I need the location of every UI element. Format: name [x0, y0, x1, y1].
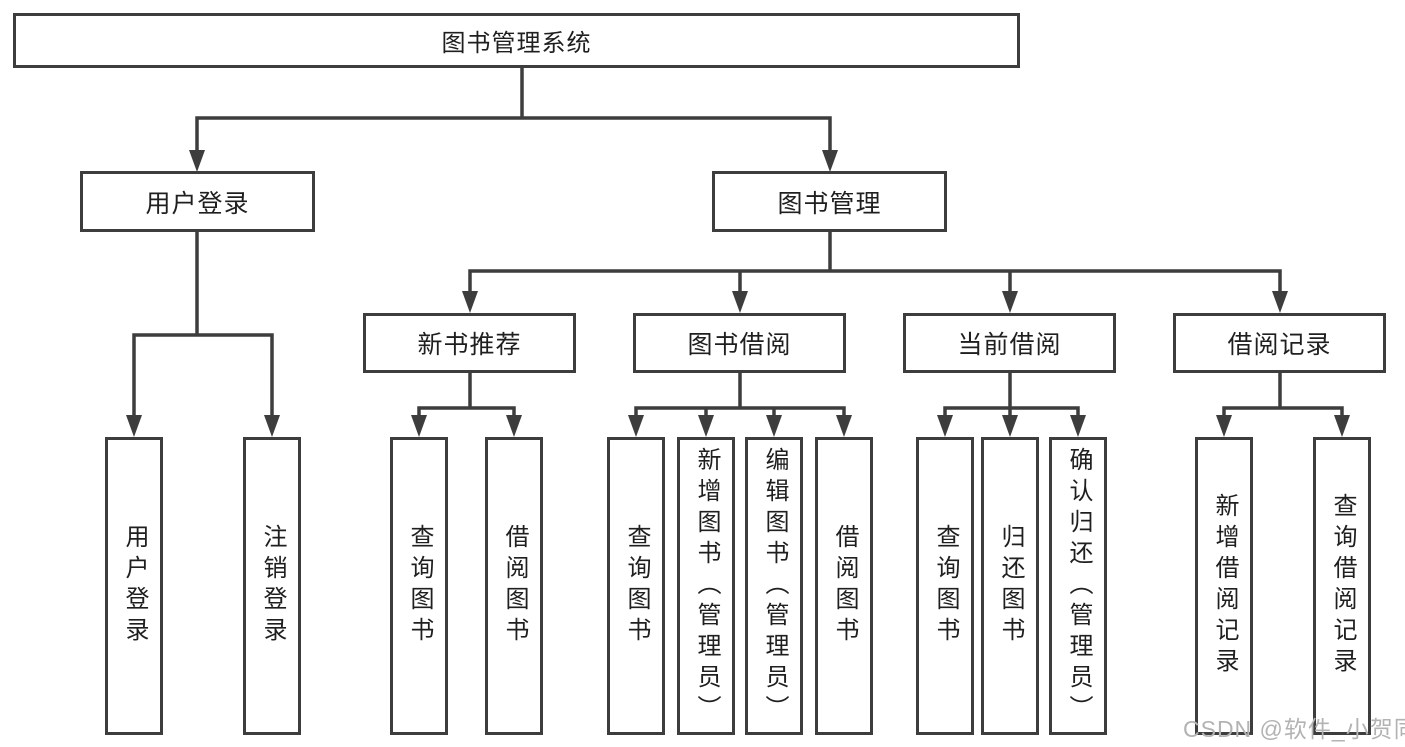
node-leaf-borrow-books-2: 借阅图书 [815, 437, 873, 735]
arrow-down-icon [126, 415, 142, 437]
connector-new-book-rec-to-leaves [411, 373, 522, 437]
node-leaf-add-books-admin-label: 新增图书（管理员） [693, 446, 720, 726]
node-user-login-branch-label: 用户登录 [145, 189, 250, 218]
node-book-mgmt-branch: 图书管理 [712, 171, 947, 232]
node-book-borrow-label: 图书借阅 [687, 331, 792, 359]
node-leaf-borrow-books-1-label: 借阅图书 [501, 524, 528, 648]
node-leaf-query-books-1-label: 查询图书 [406, 524, 433, 648]
arrow-down-icon [1002, 291, 1018, 313]
node-leaf-edit-books-admin-label: 编辑图书（管理员） [761, 446, 788, 726]
node-leaf-confirm-return-admin: 确认归还（管理员） [1049, 437, 1107, 735]
arrow-down-icon [766, 415, 782, 437]
node-leaf-confirm-return-admin-label: 确认归还（管理员） [1065, 446, 1092, 726]
arrow-down-icon [628, 415, 644, 437]
node-book-mgmt-branch-label: 图书管理 [777, 189, 882, 218]
arrow-down-icon [1216, 415, 1232, 437]
connector-root-to-branches [189, 68, 838, 172]
node-leaf-add-borrow-record-label: 新增借阅记录 [1211, 493, 1238, 679]
connector-user-login-to-leaves [126, 232, 280, 437]
connector-current-borrow-to-leaves [937, 373, 1086, 437]
node-new-book-rec: 新书推荐 [363, 313, 576, 373]
node-root: 图书管理系统 [13, 13, 1020, 68]
connector-line [1222, 373, 1344, 417]
node-root-label: 图书管理系统 [441, 30, 592, 57]
node-leaf-logout: 注销登录 [243, 437, 301, 735]
connector-line [132, 232, 274, 417]
arrow-down-icon [1272, 291, 1288, 313]
node-leaf-borrow-books-1: 借阅图书 [485, 437, 543, 735]
node-new-book-rec-label: 新书推荐 [417, 331, 522, 359]
arrow-down-icon [506, 415, 522, 437]
connector-book-borrow-to-leaves [628, 373, 852, 437]
connector-line [195, 68, 832, 152]
node-leaf-add-borrow-record: 新增借阅记录 [1195, 437, 1253, 735]
node-leaf-query-borrow-record: 查询借阅记录 [1313, 437, 1371, 735]
node-borrow-records-label: 借阅记录 [1227, 331, 1332, 359]
node-leaf-edit-books-admin: 编辑图书（管理员） [745, 437, 803, 735]
node-current-borrow-label: 当前借阅 [957, 331, 1062, 359]
connector-line [468, 232, 1282, 293]
arrow-down-icon [462, 291, 478, 313]
connector-line [943, 373, 1080, 417]
arrow-down-icon [822, 150, 838, 172]
node-leaf-return-books: 归还图书 [981, 437, 1039, 735]
node-leaf-query-books-3: 查询图书 [916, 437, 974, 735]
node-leaf-query-borrow-record-label: 查询借阅记录 [1329, 493, 1356, 679]
node-leaf-query-books-3-label: 查询图书 [932, 524, 959, 648]
arrow-down-icon [1070, 415, 1086, 437]
node-borrow-records: 借阅记录 [1173, 313, 1386, 373]
node-leaf-logout-label: 注销登录 [259, 524, 286, 648]
node-leaf-add-books-admin: 新增图书（管理员） [677, 437, 735, 735]
node-leaf-return-books-label: 归还图书 [997, 524, 1024, 648]
connector-book-mgmt-to-level3 [462, 232, 1288, 313]
arrow-down-icon [698, 415, 714, 437]
node-leaf-query-books-2-label: 查询图书 [623, 524, 650, 648]
node-user-login-branch: 用户登录 [80, 171, 315, 232]
arrow-down-icon [1002, 415, 1018, 437]
arrow-down-icon [1334, 415, 1350, 437]
node-leaf-user-login-label: 用户登录 [121, 524, 148, 648]
connector-line [417, 373, 516, 417]
arrow-down-icon [937, 415, 953, 437]
connector-borrow-records-to-leaves [1216, 373, 1350, 437]
node-book-borrow: 图书借阅 [633, 313, 846, 373]
arrow-down-icon [836, 415, 852, 437]
node-leaf-borrow-books-2-label: 借阅图书 [831, 524, 858, 648]
node-leaf-user-login: 用户登录 [105, 437, 163, 735]
node-leaf-query-books-2: 查询图书 [607, 437, 665, 735]
node-current-borrow: 当前借阅 [903, 313, 1116, 373]
arrow-down-icon [732, 291, 748, 313]
arrow-down-icon [411, 415, 427, 437]
arrow-down-icon [264, 415, 280, 437]
arrow-down-icon [189, 150, 205, 172]
node-leaf-query-books-1: 查询图书 [390, 437, 448, 735]
connector-line [634, 373, 846, 417]
